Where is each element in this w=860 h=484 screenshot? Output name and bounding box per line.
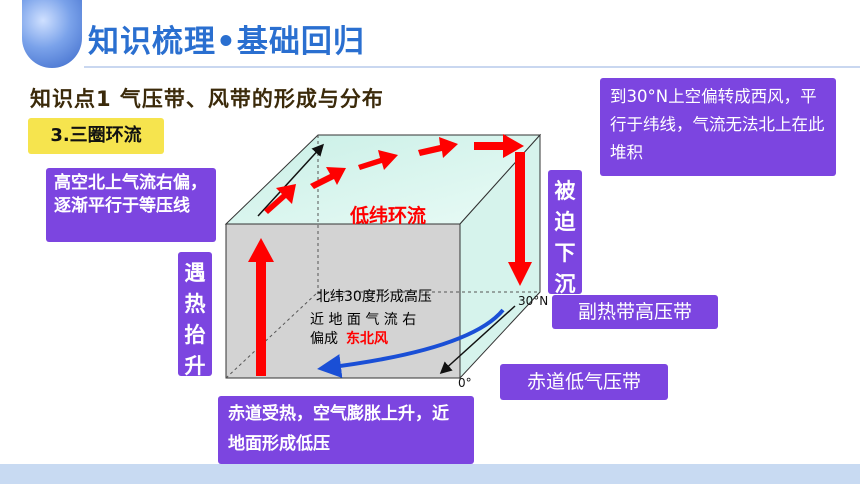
sinking-arrow-head: [508, 262, 532, 286]
heating-rise-label: 遇热抬升: [178, 252, 212, 378]
subtropical-high-label: 副热带高压带: [552, 295, 718, 329]
rising-arrow-shaft: [256, 262, 266, 376]
sinking-arrow-shaft: [515, 152, 525, 262]
upper-flow-callout: 高空北上气流右偏，逐渐平行于等压线: [46, 168, 216, 242]
wind-name: 东北风: [346, 330, 388, 347]
cube-hidden-edge: [225, 291, 319, 379]
lat-30n-label: 30°N: [518, 294, 548, 308]
high-pressure-text: 北纬30度形成高压: [316, 288, 432, 305]
knowledge-point-heading: 知识点1 气压带、风带的形成与分布: [30, 87, 384, 111]
title-divider: [84, 66, 860, 68]
footer-bar: [0, 464, 860, 484]
surface-flow-text: 近 地 面 气 流 右: [310, 312, 416, 328]
surface-direction-arrow: [439, 305, 516, 375]
title-decoration: [22, 0, 82, 68]
westerly-callout: 到30°N上空偏转成西风，平行于纬线，气流无法北上在此堆积: [600, 78, 836, 176]
rising-arrow-head: [248, 238, 274, 262]
cell-name: 低纬环流: [349, 204, 426, 227]
northeast-trade-wind-arrow: [317, 308, 505, 378]
lat-0-label: 0°: [458, 376, 472, 390]
upper-flow-arrows: [264, 134, 524, 214]
equator-heating-callout: 赤道受热，空气膨胀上升，近地面形成低压: [218, 396, 474, 464]
surface-flow-text-2: 偏成: [310, 331, 338, 347]
equatorial-low-label: 赤道低气压带: [500, 364, 668, 400]
upper-direction-arrow: [257, 143, 325, 217]
page-title: 知识梳理•基础回归: [88, 24, 365, 60]
section-label: 3.三圈环流: [28, 118, 164, 154]
forced-sink-label: 被迫下沉: [548, 170, 582, 296]
